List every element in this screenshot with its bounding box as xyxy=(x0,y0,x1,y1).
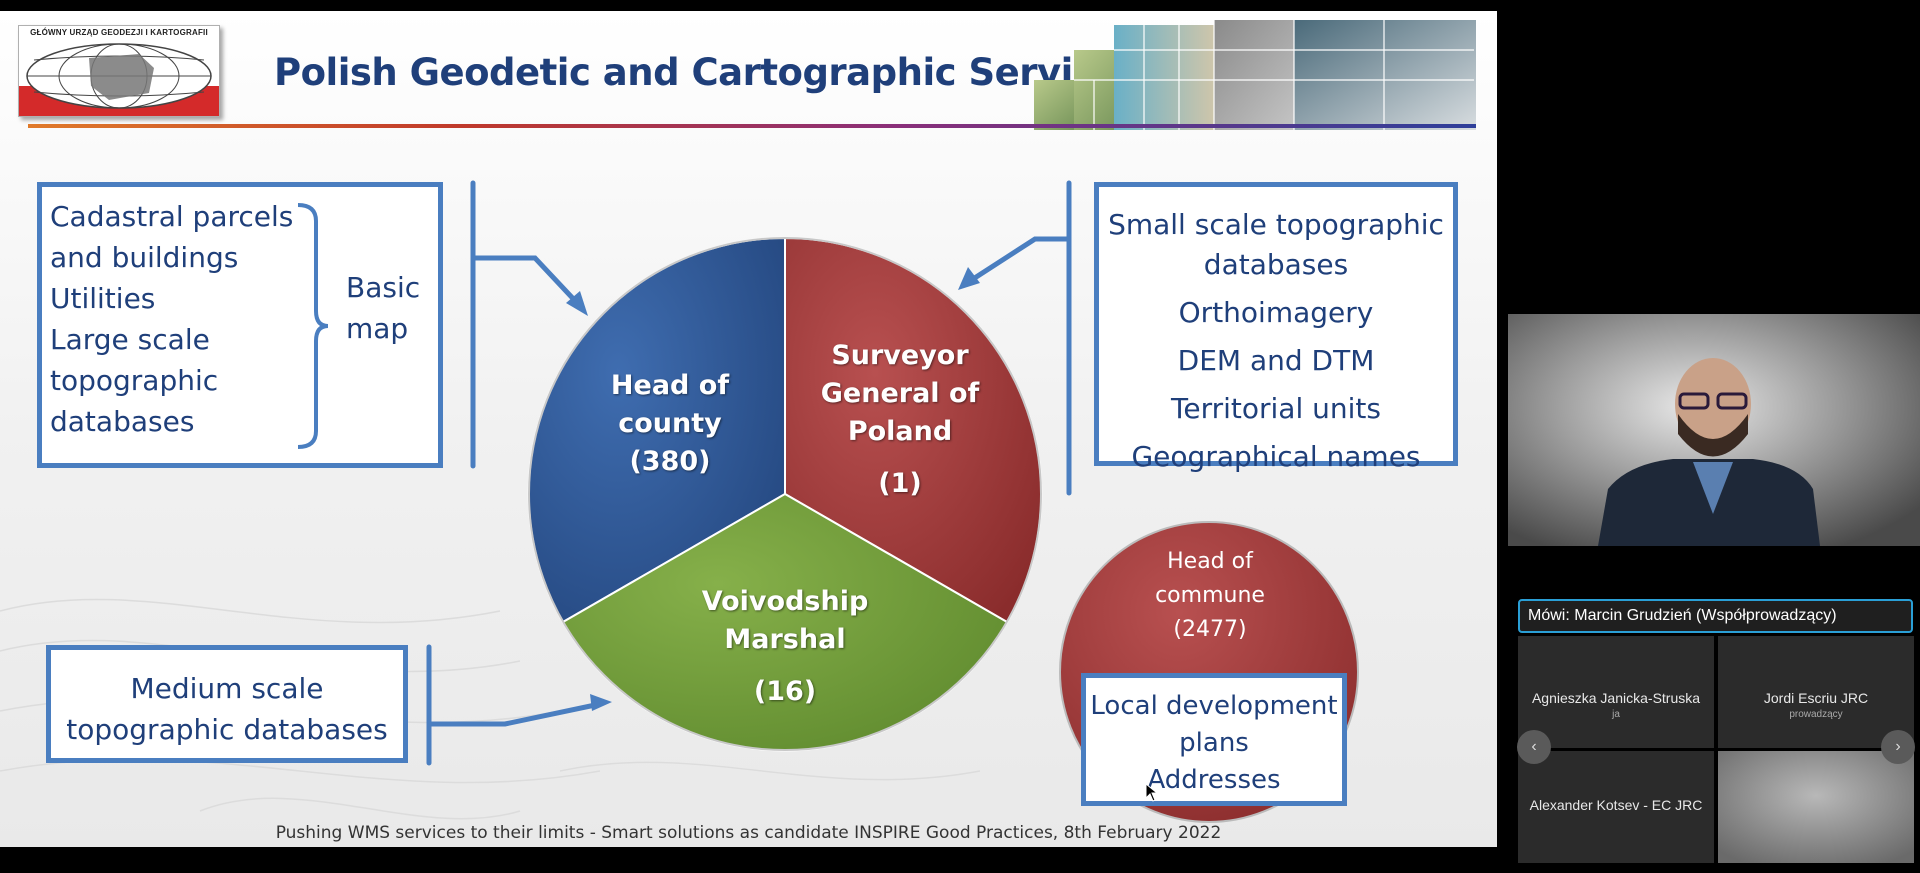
list-item: and buildings xyxy=(50,241,239,274)
participant-role: prowadzący xyxy=(1789,709,1843,720)
participant-tile[interactable]: Alexander Kotsev - EC JRC xyxy=(1518,751,1714,863)
participant-name: Alexander Kotsev - EC JRC xyxy=(1529,797,1703,813)
basic-map-list: Cadastral parcels and buildings Utilitie… xyxy=(50,196,293,442)
small-scale-box: Small scale topographic databases Orthoi… xyxy=(1094,182,1458,473)
globe-logo-icon xyxy=(19,43,219,116)
participant-name: Agnieszka Janicka-Struska xyxy=(1531,690,1701,706)
list-item: Cadastral parcels xyxy=(50,200,294,233)
active-speaker-bar: Mówi: Marcin Grudzień (Współprowadzący) xyxy=(1518,599,1913,633)
list-item: DEM and DTM xyxy=(1177,344,1375,377)
list-item: Large scale xyxy=(50,323,210,356)
connector-arrows xyxy=(426,180,1072,766)
slide-title: Polish Geodetic and Cartographic Service xyxy=(274,51,1119,94)
slide-footer: Pushing WMS services to their limits - S… xyxy=(275,823,1222,843)
pie-label-county: Head of county (380) xyxy=(610,370,730,477)
mouse-cursor-icon xyxy=(1145,783,1159,802)
chevron-right-icon: › xyxy=(1895,738,1901,755)
logo-text: GŁÓWNY URZĄD GEODEZJI I KARTOGRAFII xyxy=(30,28,208,37)
speaker-name: Marcin Grudzień (Współprowadzący) xyxy=(1574,607,1837,624)
speaker-video-frame xyxy=(1508,314,1920,546)
gugik-logo: GŁÓWNY URZĄD GEODEZJI I KARTOGRAFII xyxy=(18,25,220,117)
list-item: databases xyxy=(1203,248,1349,281)
list-item: Orthoimagery xyxy=(1178,296,1374,329)
participant-name: Jordi Escriu JRC xyxy=(1763,690,1869,706)
list-item: Utilities xyxy=(50,282,156,315)
basic-map-box xyxy=(37,182,443,468)
presentation-slide: GŁÓWNY URZĄD GEODEZJI I KARTOGRAFII Poli… xyxy=(0,11,1497,847)
prev-participants-button[interactable]: ‹ xyxy=(1517,730,1551,764)
header-map-tiles xyxy=(1034,20,1476,130)
list-item: Geographical names xyxy=(1131,440,1421,473)
list-item: Small scale topographic xyxy=(1108,208,1444,241)
pie-label-voivodship: Voivodship Marshal (16) xyxy=(701,586,869,707)
participant-role: ja xyxy=(1612,709,1620,720)
participant-tile[interactable]: Jordi Escriu JRC prowadzący xyxy=(1718,636,1914,748)
chevron-left-icon: ‹ xyxy=(1531,738,1537,755)
medium-scale-box: Medium scale topographic databases xyxy=(46,645,408,763)
list-item: topographic xyxy=(50,364,219,397)
commune-label: Head of commune (2477) xyxy=(1155,549,1265,642)
next-participants-button[interactable]: › xyxy=(1881,730,1915,764)
speaker-video[interactable] xyxy=(1508,314,1920,546)
list-item: databases xyxy=(50,405,195,438)
pie-label-surveyor: Surveyor General of Poland (1) xyxy=(820,340,980,499)
basic-map-label: Basic map xyxy=(346,271,421,345)
participant-video-feed xyxy=(1718,751,1914,863)
participant-tile[interactable]: Agnieszka Janicka-Struska ja xyxy=(1518,636,1714,748)
header-divider xyxy=(28,124,1476,128)
participant-video-tile[interactable] xyxy=(1718,751,1914,863)
authority-pie-chart xyxy=(527,236,1043,752)
list-item: Territorial units xyxy=(1171,392,1381,425)
small-scale-list: Small scale topographic databases Orthoi… xyxy=(1099,205,1453,477)
brace-icon xyxy=(297,203,329,449)
local-development-box: Local development plans Addresses xyxy=(1081,673,1347,806)
speaker-prefix: Mówi: xyxy=(1528,607,1570,624)
